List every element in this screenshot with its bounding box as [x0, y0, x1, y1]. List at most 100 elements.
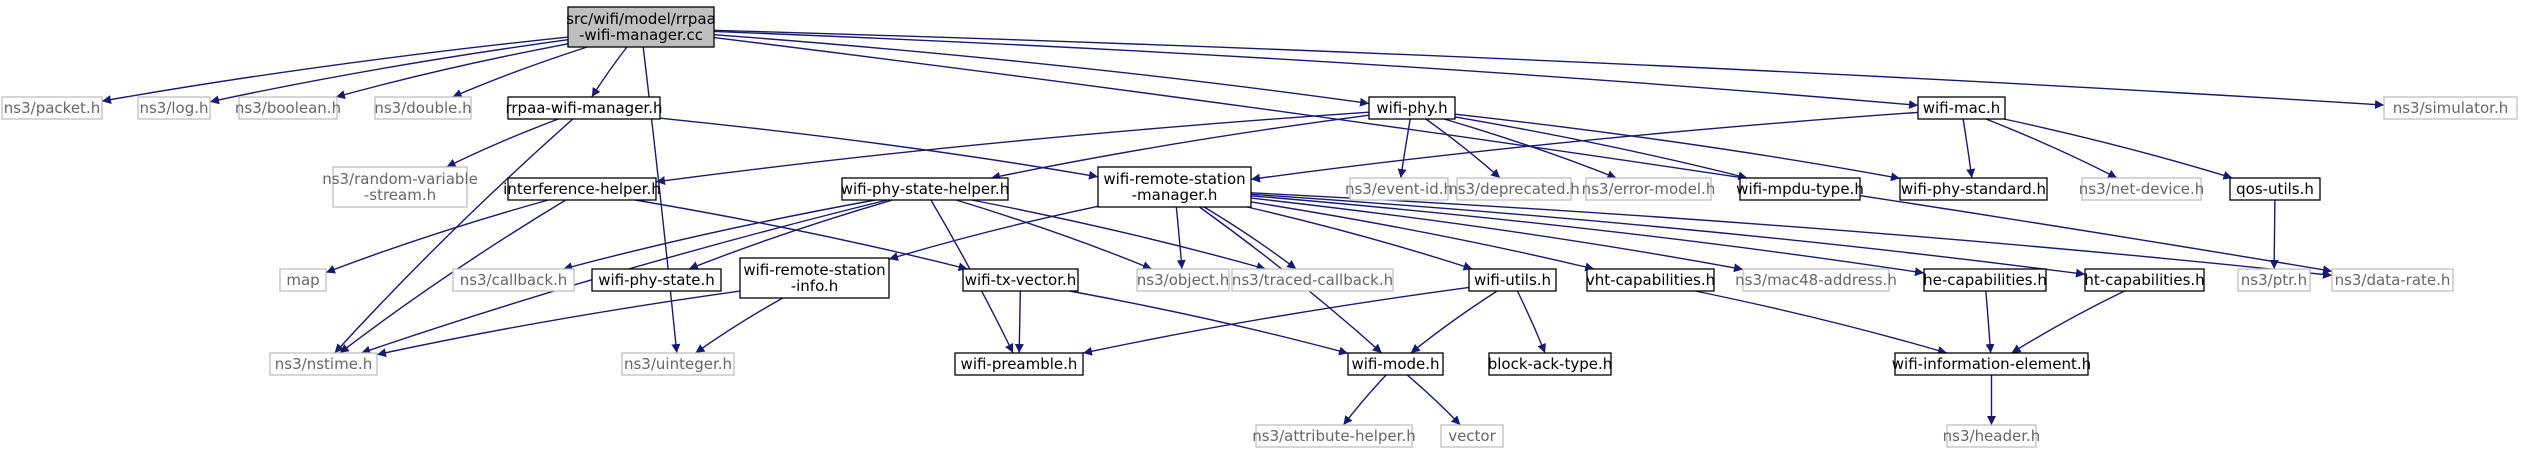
node-label-root-1: -wifi-manager.cc: [579, 26, 703, 44]
node-box-wifimac: [1917, 96, 2006, 120]
node-datarate: ns3/data-rate.h: [2331, 268, 2454, 292]
node-box-wifiutils: [1468, 268, 1557, 292]
node-label-qosutils-0: qos-utils.h: [2236, 180, 2314, 198]
node-box-remoteinfo: [739, 257, 890, 299]
node-errormodel: ns3/error-model.h: [1582, 177, 1715, 201]
node-box-wifimode: [1347, 352, 1444, 376]
node-box-simulator: [2383, 96, 2518, 120]
node-label-randomvar-0: ns3/random-variable: [322, 170, 478, 188]
node-interference[interactable]: interference-helper.h: [503, 177, 661, 201]
node-box-remotemanager: [1097, 166, 1252, 208]
node-box-infoelement: [1894, 352, 2089, 376]
node-phystatehelper[interactable]: wifi-phy-state-helper.h: [841, 177, 1009, 201]
node-mac48: ns3/mac48-address.h: [1735, 268, 1897, 292]
node-box-qosutils: [2229, 177, 2321, 201]
edge-hecap-to-infoelement: [1985, 290, 1995, 354]
node-mpdutype[interactable]: wifi-mpdu-type.h: [1736, 177, 1864, 201]
node-box-blockack: [1488, 352, 1612, 376]
node-wifiphy[interactable]: wifi-phy.h: [1368, 96, 1456, 120]
node-label-attrhelper-0: ns3/attribute-helper.h: [1252, 427, 1415, 445]
edge-remotemanager-to-hecap: [1250, 195, 1925, 277]
node-label-hecap-0: he-capabilities.h: [1923, 271, 2047, 289]
edge-root-to-wifimac: [713, 30, 1919, 110]
edge-phystatehelper-to-tracedcallback: [971, 199, 1266, 271]
edge-interference-to-txvector: [634, 199, 968, 272]
node-label-uinteger-0: ns3/uinteger.h: [624, 355, 732, 373]
node-box-htcap: [2084, 268, 2205, 292]
edge-root-to-double: [452, 46, 588, 98]
node-label-mpdutype-0: wifi-mpdu-type.h: [1736, 180, 1864, 198]
node-vhtcap[interactable]: vht-capabilities.h: [1586, 268, 1715, 292]
node-box-vector: [1440, 424, 1504, 448]
node-box-errormodel: [1585, 177, 1712, 201]
node-qosutils[interactable]: qos-utils.h: [2229, 177, 2321, 201]
node-box-header: [1946, 424, 2037, 448]
node-htcap[interactable]: ht-capabilities.h: [2084, 268, 2205, 292]
node-box-map: [279, 268, 327, 292]
node-label-wifiphy-0: wifi-phy.h: [1376, 99, 1447, 117]
edge-txvector-to-preamble: [1014, 290, 1024, 354]
node-remotemanager[interactable]: wifi-remote-station-manager.h: [1097, 166, 1252, 208]
node-eventid: ns3/event-id.h: [1345, 177, 1453, 201]
node-wifimode[interactable]: wifi-mode.h: [1347, 352, 1444, 376]
node-ptr: ns3/ptr.h: [2237, 268, 2311, 292]
edge-wifimac-to-phystandard: [1962, 118, 1976, 179]
edge-wifiutils-to-wifimode: [1410, 290, 1498, 354]
edge-htcap-to-infoelement: [2011, 290, 2125, 354]
edge-wifiphy-to-eventid: [1397, 118, 1411, 179]
node-box-rrpaa: [507, 96, 661, 120]
node-label-phystandard-0: wifi-phy-standard.h: [1901, 180, 2046, 198]
node-label-eventid-0: ns3/event-id.h: [1345, 180, 1453, 198]
edge-wifimac-to-qosutils: [2003, 118, 2233, 180]
node-label-interference-0: interference-helper.h: [503, 180, 661, 198]
node-box-interference: [507, 177, 657, 201]
node-preamble[interactable]: wifi-preamble.h: [954, 352, 1084, 376]
node-label-mac48-0: ns3/mac48-address.h: [1735, 271, 1897, 289]
edge-phystatehelper-to-callback: [563, 199, 876, 272]
node-label-log-0: ns3/log.h: [139, 99, 208, 117]
node-box-attrhelper: [1255, 424, 1413, 448]
node-label-wifiutils-0: wifi-utils.h: [1474, 271, 1551, 289]
node-label-ptr-0: ns3/ptr.h: [2241, 271, 2307, 289]
node-label-wifimac-0: wifi-mac.h: [1923, 99, 2001, 117]
node-remoteinfo[interactable]: wifi-remote-station-info.h: [739, 257, 890, 299]
node-label-deprecated-0: ns3/deprecated.h: [1448, 180, 1580, 198]
node-attrhelper: ns3/attribute-helper.h: [1252, 424, 1416, 448]
node-wifiutils[interactable]: wifi-utils.h: [1468, 268, 1557, 292]
node-layer: src/wifi/model/rrpaa-wifi-manager.cc ns3/…: [1, 6, 2518, 448]
node-box-wifiphy: [1368, 96, 1456, 120]
node-label-netdevice-0: ns3/net-device.h: [2079, 180, 2205, 198]
edge-interference-to-nstime: [339, 199, 567, 354]
node-label-tracedcallback-0: ns3/traced-callback.h: [1232, 271, 1393, 289]
node-hecap[interactable]: he-capabilities.h: [1923, 268, 2047, 292]
node-txvector[interactable]: wifi-tx-vector.h: [962, 268, 1079, 292]
node-log: ns3/log.h: [137, 96, 211, 120]
node-box-vhtcap: [1586, 268, 1715, 292]
node-rrpaa[interactable]: rrpaa-wifi-manager.h: [505, 96, 663, 120]
node-box-phystandard: [1899, 177, 2048, 201]
node-blockack[interactable]: block-ack-type.h: [1488, 352, 1613, 376]
node-label-callback-0: ns3/callback.h: [460, 271, 568, 289]
node-phystate[interactable]: wifi-phy-state.h: [591, 268, 722, 292]
node-label-root-0: src/wifi/model/rrpaa: [566, 10, 716, 28]
edge-remotemanager-to-mac48: [1250, 197, 1744, 273]
edge-wifiphy-to-errormodel: [1443, 118, 1617, 179]
node-label-infoelement-0: wifi-information-element.h: [1892, 355, 2091, 373]
edge-remotemanager-to-tracedcallback: [1203, 206, 1297, 270]
node-box-root: [567, 6, 715, 48]
node-randomvar: ns3/random-variable-stream.h: [322, 166, 478, 208]
node-root[interactable]: src/wifi/model/rrpaa-wifi-manager.cc: [566, 6, 716, 48]
node-infoelement[interactable]: wifi-information-element.h: [1892, 352, 2091, 376]
edge-remotemanager-to-datarate: [1250, 192, 2333, 279]
node-box-mpdutype: [1739, 177, 1861, 201]
node-box-callback: [452, 268, 575, 292]
edge-wifimode-to-attrhelper: [1342, 374, 1387, 426]
node-phystandard[interactable]: wifi-phy-standard.h: [1899, 177, 2048, 201]
node-box-txvector: [962, 268, 1079, 292]
node-box-boolean: [238, 96, 338, 120]
node-box-netdevice: [2081, 177, 2202, 201]
node-uinteger: ns3/uinteger.h: [621, 352, 735, 376]
node-map: map: [279, 268, 327, 292]
node-box-hecap: [1923, 268, 2047, 292]
node-wifimac[interactable]: wifi-mac.h: [1917, 96, 2006, 120]
